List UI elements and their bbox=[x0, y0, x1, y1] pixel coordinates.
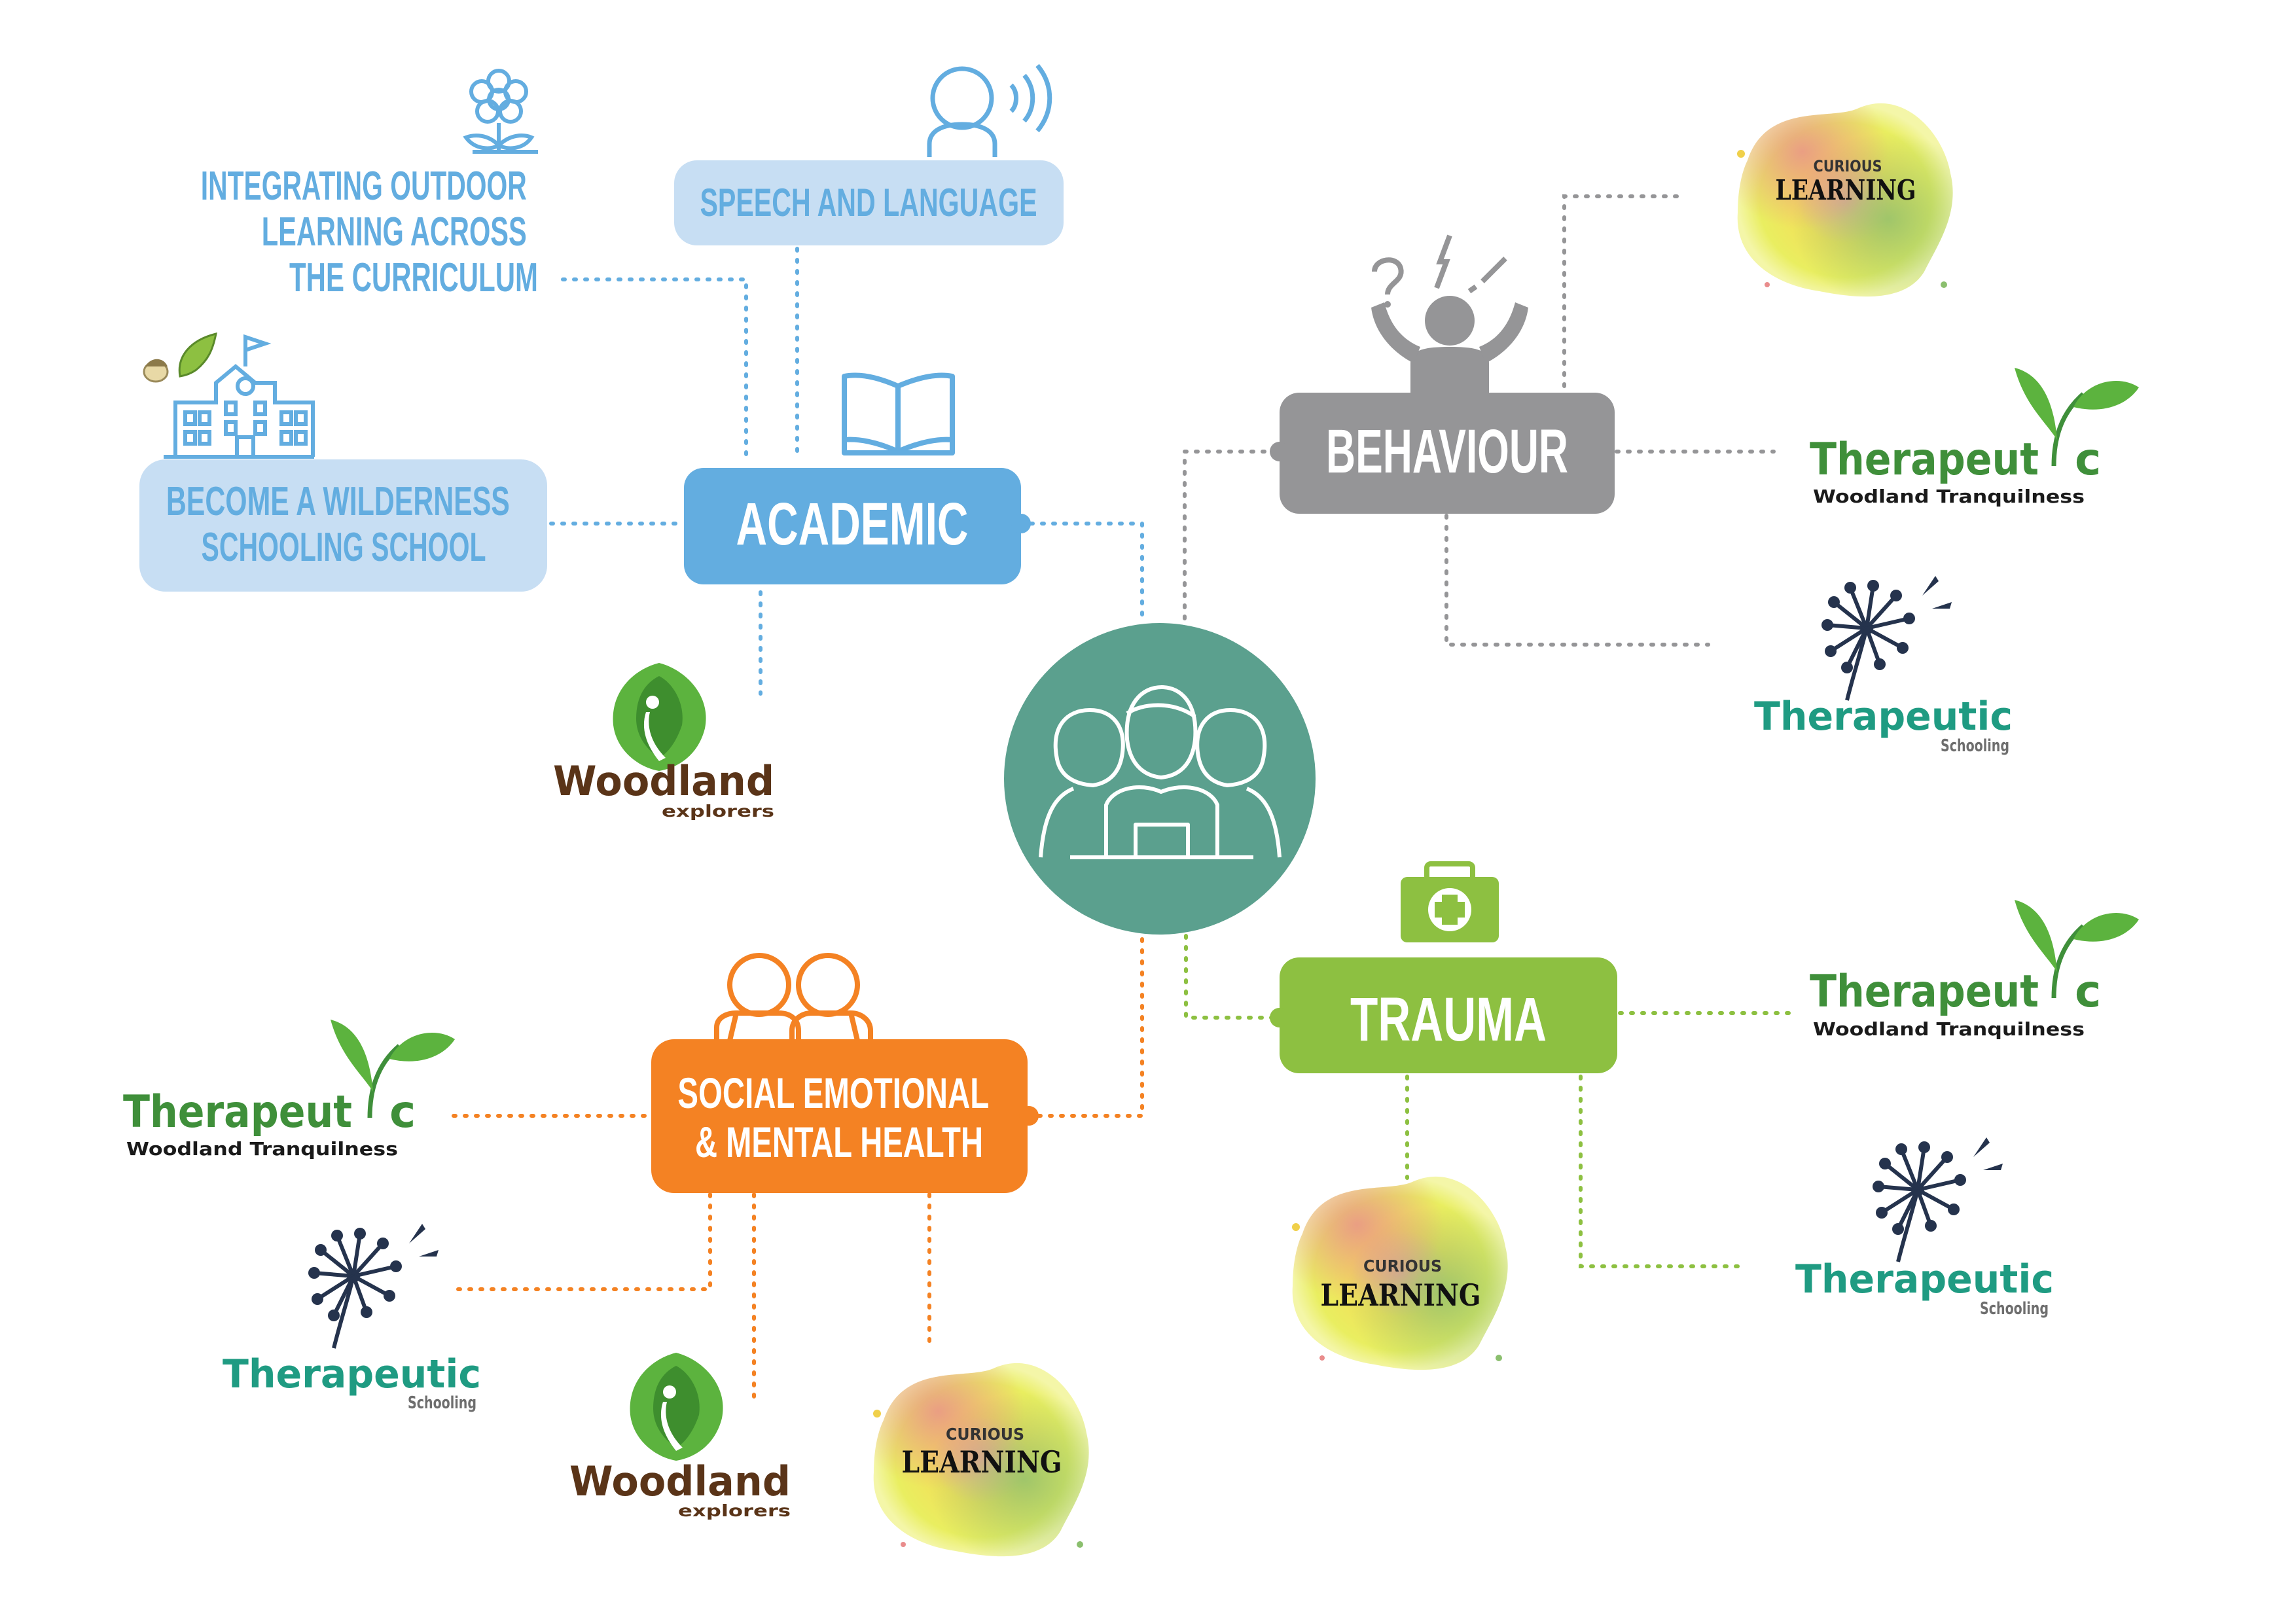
flower-icon bbox=[463, 69, 538, 154]
curious-small-2: CURIOUS bbox=[1363, 1257, 1442, 1275]
group-of-people-icon bbox=[1039, 685, 1282, 859]
tw-tail-2: c bbox=[2075, 966, 2101, 1018]
curious-learning-logo-3: CURIOUS LEARNING bbox=[873, 1363, 1089, 1557]
svg-text:INTEGRATING OUTDOOR LEAR: INTEGRATING OUTDOOR LEARNING ACROSS THE … bbox=[201, 164, 538, 300]
wilderness-line-2: SCHOOLING SCHOOL bbox=[202, 525, 486, 570]
outdoor-line-1: INTEGRATING OUTDOOR bbox=[201, 164, 527, 209]
social-line-2: & MENTAL HEALTH bbox=[695, 1118, 983, 1166]
curious-learning-logo-2: CURIOUS LEARNING bbox=[1292, 1176, 1508, 1370]
curious-small-3: CURIOUS bbox=[946, 1425, 1024, 1444]
tw-main-2: Therapeut bbox=[1810, 966, 2039, 1018]
therapeutic-woodland-logo-1: Therapeut c Woodland Tranquilness bbox=[1810, 368, 2139, 507]
two-people-icon bbox=[714, 953, 873, 1041]
woodland-main-1: Woodland bbox=[553, 757, 774, 805]
speaking-person-icon bbox=[927, 63, 1052, 157]
curious-small-1: CURIOUS bbox=[1814, 157, 1882, 175]
academic-label: ACADEMIC bbox=[736, 491, 969, 558]
ts-sub-1: Schooling bbox=[1941, 736, 2009, 756]
woodland-main-2: Woodland bbox=[569, 1457, 791, 1505]
ts-main-3: Therapeutic bbox=[223, 1351, 481, 1397]
school-building-icon bbox=[164, 334, 315, 459]
curious-big-3: LEARNING bbox=[902, 1444, 1062, 1480]
curious-big-2: LEARNING bbox=[1321, 1277, 1481, 1313]
ts-sub-3: Schooling bbox=[408, 1393, 476, 1413]
curious-learning-logo-1: CURIOUS LEARNING bbox=[1737, 103, 1953, 297]
outdoor-line-2: LEARNING ACROSS bbox=[262, 209, 527, 255]
frustrated-person-icon bbox=[1371, 234, 1528, 396]
tw-sub-3: Woodland Tranquilness bbox=[126, 1138, 398, 1160]
tw-tail-1: c bbox=[2075, 434, 2101, 486]
wilderness-school-node: BECOME A WILDERNESS SCHOOLING SCHOOL bbox=[139, 332, 547, 592]
first-aid-kit-icon bbox=[1401, 861, 1499, 942]
woodland-explorers-logo-1: Woodland explorers bbox=[553, 663, 774, 821]
behaviour-node: BEHAVIOUR bbox=[1270, 234, 1615, 514]
social-emotional-node: SOCIAL EMOTIONAL & MENTAL HEALTH bbox=[651, 953, 1039, 1193]
woodland-explorers-logo-2: Woodland explorers bbox=[569, 1353, 791, 1520]
academic-node: ACADEMIC bbox=[684, 372, 1031, 584]
tw-main-1: Therapeut bbox=[1810, 434, 2039, 486]
trauma-label: TRAUMA bbox=[1350, 985, 1547, 1054]
connectors bbox=[446, 194, 1792, 1406]
therapeutic-woodland-logo-2: Therapeut c Woodland Tranquilness bbox=[1810, 900, 2139, 1040]
therapeutic-woodland-logo-3: Therapeut c Woodland Tranquilness bbox=[123, 1020, 455, 1160]
speech-label: SPEECH AND LANGUAGE bbox=[700, 181, 1037, 224]
wilderness-line-1: BECOME A WILDERNESS bbox=[166, 479, 510, 524]
ts-main-1: Therapeutic bbox=[1754, 694, 2013, 740]
therapeutic-schooling-logo-2: Therapeutic Schooling bbox=[1795, 1137, 2054, 1319]
tw-sub-1: Woodland Tranquilness bbox=[1813, 486, 2085, 507]
ts-main-2: Therapeutic bbox=[1795, 1257, 2054, 1302]
svg-text:BECOME A WILDERNESS SCHO: BECOME A WILDERNESS SCHOOLING SCHOOL bbox=[166, 479, 521, 570]
woodland-sub-2: explorers bbox=[678, 1501, 791, 1520]
open-book-icon bbox=[842, 372, 955, 455]
outdoor-learning-node: INTEGRATING OUTDOOR LEARNING ACROSS THE … bbox=[201, 69, 538, 300]
oak-leaf-icon bbox=[143, 332, 217, 383]
tw-main-3: Therapeut bbox=[123, 1086, 352, 1138]
social-line-1: SOCIAL EMOTIONAL bbox=[677, 1069, 988, 1117]
therapeutic-schooling-logo-1: Therapeutic Schooling bbox=[1754, 576, 2013, 756]
speech-language-node: SPEECH AND LANGUAGE bbox=[674, 63, 1064, 245]
trauma-node: TRAUMA bbox=[1270, 861, 1617, 1073]
therapeutic-schooling-logo-3: Therapeutic Schooling bbox=[223, 1224, 481, 1413]
center-hub bbox=[1004, 623, 1316, 935]
tw-sub-2: Woodland Tranquilness bbox=[1813, 1018, 2085, 1040]
outdoor-line-3: THE CURRICULUM bbox=[289, 255, 538, 300]
tw-tail-3: c bbox=[389, 1086, 416, 1138]
behaviour-label: BEHAVIOUR bbox=[1326, 417, 1568, 486]
svg-text:SOCIAL EMOTIONAL & MENTA: SOCIAL EMOTIONAL & MENTAL HEALTH bbox=[677, 1069, 1000, 1166]
ts-sub-2: Schooling bbox=[1980, 1299, 2049, 1319]
curious-big-1: LEARNING bbox=[1776, 174, 1916, 206]
woodland-sub-1: explorers bbox=[662, 802, 774, 821]
